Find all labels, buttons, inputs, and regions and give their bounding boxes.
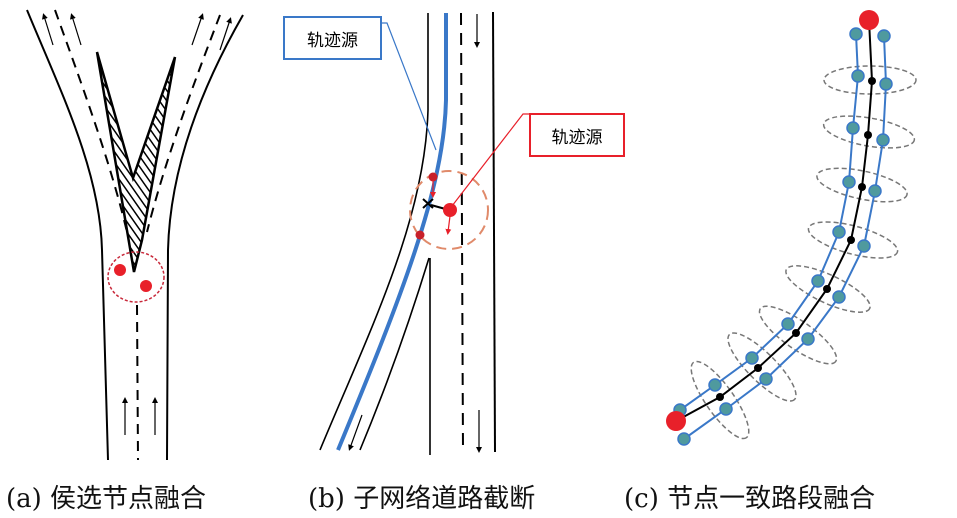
trajectory-line-left — [679, 33, 860, 411]
lane-dash — [460, 12, 464, 453]
road-edge-left — [26, 9, 109, 461]
trajectory-node — [832, 290, 846, 304]
road-edge-inner — [359, 257, 430, 451]
trajectory-node — [857, 239, 871, 253]
trajectory-node — [846, 121, 860, 135]
caption-b: (b) 子网络道路截断 — [308, 484, 536, 514]
caption-c: (c) 节点一致路段融合 — [624, 484, 876, 514]
trajectory-line-right — [683, 35, 888, 440]
fused-node — [754, 364, 762, 372]
candidate-node — [114, 264, 126, 276]
fusion-ellipse — [807, 221, 899, 259]
candidate-node — [140, 280, 152, 292]
trajectory-source-label-blue: 轨迹源 — [283, 16, 382, 60]
trajectory-node — [868, 184, 882, 198]
trajectory-node — [708, 378, 722, 392]
lane-dash-center — [136, 304, 139, 461]
trajectory-point — [415, 230, 425, 240]
fusion-ellipse — [785, 265, 871, 313]
trajectory-source-label-red: 轨迹源 — [529, 113, 625, 157]
road-edge-outer — [319, 13, 429, 451]
fused-node — [823, 285, 831, 293]
fusion-ellipse — [690, 360, 750, 440]
arrow-up-icon — [219, 17, 232, 51]
trajectory-node — [876, 133, 890, 147]
fused-node — [792, 329, 800, 337]
lane-dash-right — [146, 14, 221, 233]
trajectory-node — [781, 317, 795, 331]
road-edge-right — [492, 11, 496, 453]
trajectory-node — [877, 29, 891, 43]
arrow-down-icon — [348, 414, 363, 451]
fused-node — [868, 77, 876, 85]
arrow-up-icon — [191, 13, 204, 46]
trajectory-node — [719, 402, 733, 416]
cross-icon — [422, 198, 434, 209]
hatched-median — [95, 51, 177, 273]
lane-dash-left — [54, 9, 128, 233]
source-point — [443, 203, 457, 217]
fusion-ellipse — [727, 332, 797, 402]
fusion-ellipse — [758, 305, 838, 365]
fusion-ellipse — [823, 65, 917, 95]
fused-node — [716, 393, 724, 401]
panel-a-road-split — [26, 9, 244, 461]
arrow-up-icon — [70, 13, 82, 46]
trajectory-node — [801, 332, 815, 346]
arrow-up-icon — [42, 13, 54, 46]
trajectory-point — [428, 172, 438, 182]
panel-c-segment-fusion — [666, 10, 917, 446]
fused-node — [864, 131, 872, 139]
trajectory-node — [745, 351, 759, 365]
panel-b-road-truncation — [319, 11, 529, 455]
search-radius-circle — [409, 170, 489, 250]
trajectory-node — [842, 175, 856, 189]
trajectory-node — [759, 372, 773, 386]
fused-center-line — [675, 19, 874, 422]
trajectory-line — [336, 13, 448, 451]
trajectory-node — [849, 27, 863, 41]
red-leader-line — [451, 113, 529, 207]
caption-a: (a) 侯选节点融合 — [6, 484, 207, 514]
candidate-node-circle — [107, 251, 165, 303]
road-edge-right — [166, 14, 244, 461]
fused-node — [858, 183, 866, 191]
trajectory-node — [677, 432, 691, 446]
endpoint-node — [666, 411, 686, 431]
trajectory-node — [832, 225, 846, 239]
arrow-icon — [445, 215, 452, 235]
trajectory-node — [879, 77, 893, 91]
trajectory-node — [851, 69, 865, 83]
endpoint-node — [859, 10, 879, 30]
trajectory-node — [811, 274, 825, 288]
blue-leader-line — [381, 22, 437, 151]
fused-node — [847, 236, 855, 244]
